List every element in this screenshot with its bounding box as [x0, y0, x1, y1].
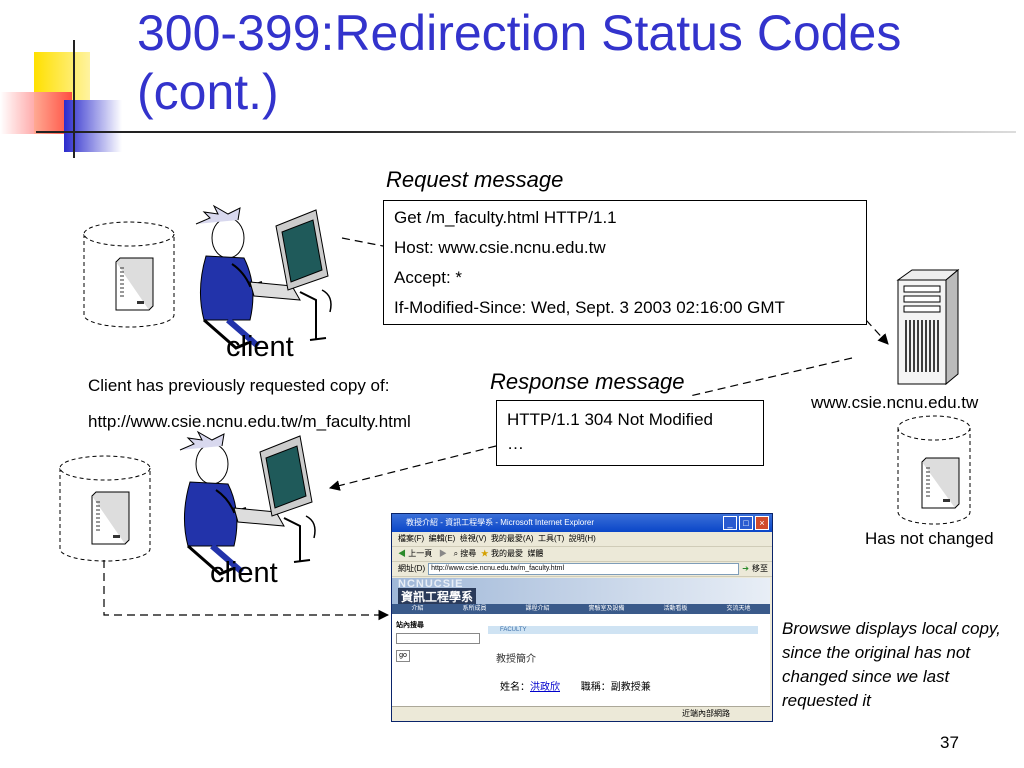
faculty-position: 職稱：副教授兼 [580, 682, 651, 693]
nav-item[interactable]: 課程介紹 [525, 606, 550, 612]
browser-window-title: 教授介紹 - 資訊工程學系 - Microsoft Internet Explo… [406, 518, 595, 527]
browser-page-content: NCNUCSIE 資訊工程學系 介紹 系所成員 課程介紹 實驗室及設備 活動看板… [392, 578, 770, 706]
response-connector [689, 357, 853, 397]
browser-menu-bar: 檔案(F) 編輯(E) 檢視(V) 我的最愛(A) 工具(T) 說明(H) [392, 532, 772, 547]
browser-title-bar: 教授介紹 - 資訊工程學系 - Microsoft Internet Explo… [392, 514, 772, 532]
faculty-row: 姓名：洪政欣 職稱：副教授兼 [500, 678, 651, 693]
response-message-box: HTTP/1.1 304 Not Modified … [496, 400, 764, 466]
menu-item[interactable]: 檔案(F) [398, 534, 425, 543]
menu-item[interactable]: 說明(H) [568, 534, 596, 543]
browser-toolbar: ◀ 上一頁 ▶ ⌕ 搜尋 ★ 我的最愛 媒體 [392, 547, 772, 562]
request-line: Get /m_faculty.html HTTP/1.1 [394, 208, 617, 227]
response-line: HTTP/1.1 304 Not Modified [507, 410, 713, 429]
client-note-url: http://www.csie.ncnu.edu.tw/m_faculty.ht… [88, 412, 411, 431]
address-label: 網址(D) [398, 564, 426, 573]
browser-address-bar: 網址(D) http://www.csie.ncnu.edu.tw/m_facu… [392, 562, 772, 577]
search-icon[interactable]: ⌕ [453, 549, 459, 558]
site-search-label: 站內搜尋 [396, 622, 424, 629]
client-label-bottom: client [210, 557, 278, 589]
page-number: 37 [940, 733, 959, 752]
forward-icon[interactable]: ▶ [438, 549, 447, 558]
client-note-line1: Client has previously requested copy of: [88, 376, 390, 395]
server-cache-label: Has not changed [865, 529, 994, 548]
faculty-name-link[interactable]: 洪政欣 [530, 682, 560, 693]
favorites-button-label[interactable]: 我的最愛 [490, 549, 523, 558]
request-arrow [865, 319, 889, 345]
search-button-label[interactable]: 搜尋 [460, 549, 477, 558]
menu-item[interactable]: 編輯(E) [428, 534, 456, 543]
address-input[interactable]: http://www.csie.ncnu.edu.tw/m_faculty.ht… [428, 563, 740, 575]
faculty-name-label: 姓名： [500, 682, 530, 693]
site-nav: 介紹 系所成員 課程介紹 實驗室及設備 活動看板 交流天地 [392, 604, 770, 614]
site-go-button[interactable]: go [396, 650, 410, 662]
favorites-icon[interactable]: ★ [480, 549, 489, 558]
back-icon[interactable]: ◀ [398, 549, 406, 558]
browser-caption: Browswe displays local copy, since the o… [782, 619, 1001, 710]
deco-vertical-line [73, 40, 75, 158]
response-label: Response message [490, 369, 685, 394]
close-icon[interactable]: × [755, 516, 769, 530]
maximize-icon[interactable]: □ [739, 516, 753, 530]
section-title: 教授簡介 [496, 654, 536, 665]
client-cache-bottom-icon [59, 455, 151, 562]
site-name: 資訊工程學系 [398, 588, 477, 605]
response-arrow [328, 445, 497, 491]
menu-item[interactable]: 檢視(V) [459, 534, 487, 543]
page-title: 300-399:Redirection Status Codes (cont.) [137, 5, 902, 120]
request-connector [341, 237, 384, 247]
site-search-input[interactable] [396, 633, 480, 644]
request-message-box: Get /m_faculty.html HTTP/1.1 Host: www.c… [383, 200, 867, 325]
faculty-banner-label: FACULTY [500, 627, 527, 633]
response-line: … [507, 434, 524, 453]
site-logo: NCNUCSIE [398, 578, 464, 590]
cache-to-browser-arrow [103, 560, 390, 621]
site-header: NCNUCSIE 資訊工程學系 [392, 578, 770, 605]
minimize-icon[interactable]: _ [723, 516, 737, 530]
client-cache-top-icon [83, 221, 175, 328]
server-cache-icon [897, 415, 971, 525]
media-button-label[interactable]: 媒體 [527, 549, 544, 558]
go-icon[interactable]: ➔ [742, 564, 749, 573]
request-label: Request message [386, 167, 564, 192]
nav-item[interactable]: 介紹 [411, 606, 424, 612]
client-label-top: client [226, 331, 294, 363]
nav-item[interactable]: 交流天地 [726, 606, 751, 612]
back-button-label[interactable]: 上一頁 [408, 549, 433, 558]
server-icon [896, 268, 960, 386]
site-sidebar: 站內搜尋 go [396, 620, 482, 702]
deco-red-block [0, 92, 72, 134]
request-line: Host: www.csie.ncnu.edu.tw [394, 238, 606, 257]
nav-item[interactable]: 活動看板 [663, 606, 688, 612]
menu-item[interactable]: 我的最愛(A) [490, 534, 534, 543]
status-text: 近端內部網路 [682, 709, 730, 718]
nav-item[interactable]: 系所成員 [462, 606, 487, 612]
request-line: If-Modified-Since: Wed, Sept. 3 2003 02:… [394, 298, 785, 317]
faculty-banner: FACULTY [488, 626, 758, 634]
menu-item[interactable]: 工具(T) [538, 534, 565, 543]
client-top-person-icon [195, 204, 332, 350]
request-line: Accept: * [394, 268, 463, 287]
deco-horizontal-line [36, 131, 1016, 133]
go-label[interactable]: 移至 [752, 564, 768, 573]
server-label: www.csie.ncnu.edu.tw [811, 393, 979, 412]
nav-item[interactable]: 實驗室及設備 [588, 606, 625, 612]
client-bottom-person-icon [179, 430, 316, 576]
browser-status-bar: 近端內部網路 [392, 706, 770, 721]
browser-window: 教授介紹 - 資訊工程學系 - Microsoft Internet Explo… [391, 513, 773, 722]
